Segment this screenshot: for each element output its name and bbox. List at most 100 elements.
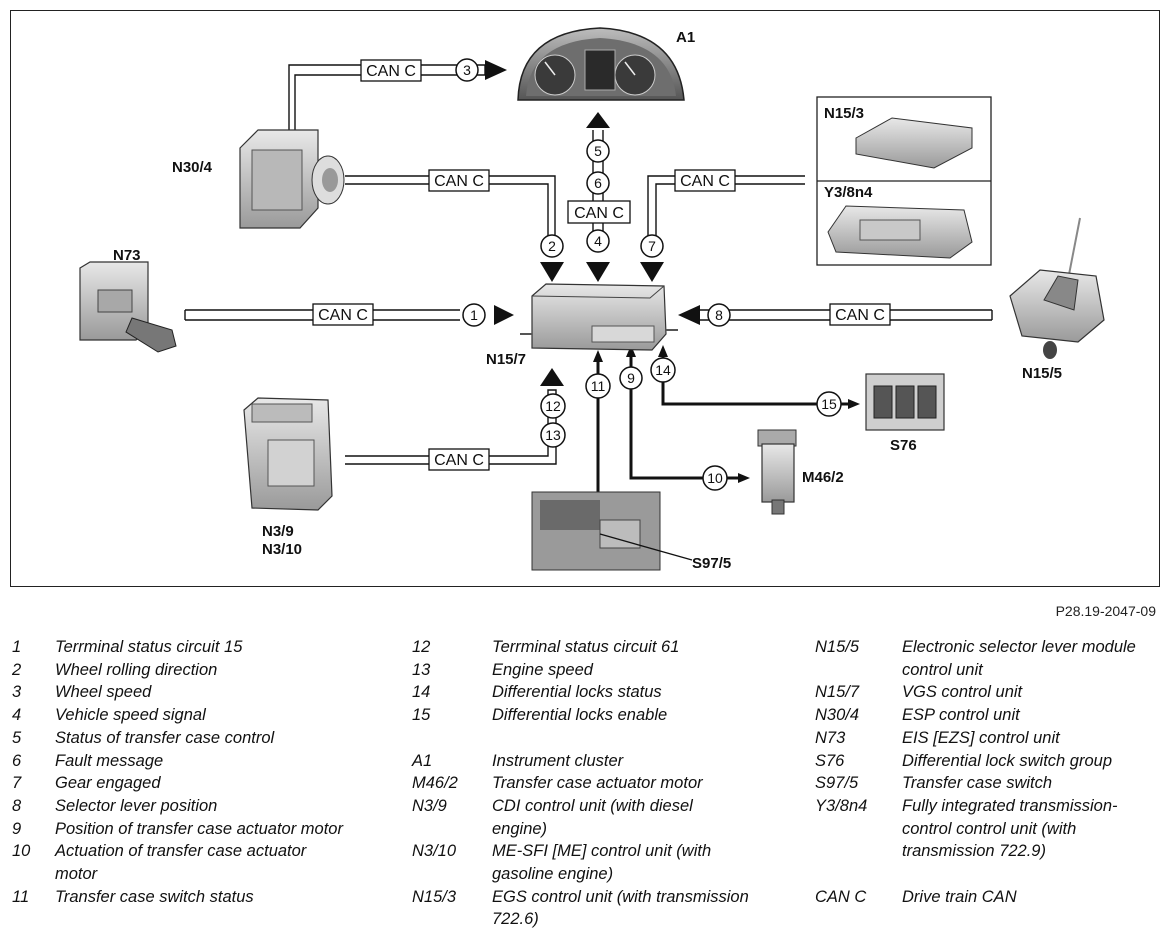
label-n15-5: N15/5 [1022, 365, 1062, 382]
legend-key: Y3/8n4 [815, 796, 868, 815]
legend-description: VGS control unit [902, 683, 1023, 702]
legend-key: N30/4 [815, 706, 860, 725]
legend-key: 14 [412, 683, 431, 702]
can-label: CAN C [318, 307, 368, 324]
svg-text:12: 12 [545, 398, 561, 414]
svg-text:6: 6 [594, 175, 602, 191]
can-box-cdi: CAN C [428, 448, 490, 471]
legend-description: Electronic selector lever module control… [902, 638, 1136, 679]
legend-description: Actuation of transfer case actuator moto… [55, 842, 307, 884]
legend-description: Transfer case switch status [55, 887, 254, 906]
can-box-top: CAN C [360, 59, 422, 82]
arrow-8 [678, 305, 700, 325]
line-vgs-to-m46 [629, 357, 738, 480]
svg-text:14: 14 [655, 362, 671, 378]
legend-item: N30/4 ESP control unit [815, 704, 1160, 727]
can-line-cdi-to-vgs [345, 389, 557, 465]
can-box-sel: CAN C [829, 303, 891, 326]
legend-item: N15/7 VGS control unit [815, 681, 1160, 704]
arrow-7 [640, 262, 664, 282]
legend-description: Vehicle speed signal [55, 706, 206, 725]
legend-key: S76 [815, 751, 845, 770]
can-box-center: CAN C [567, 200, 631, 224]
signal-5: 5 [586, 139, 610, 163]
legend-description: EIS [EZS] control unit [902, 728, 1060, 747]
legend-key: 1 [12, 638, 22, 656]
arrow-14 [658, 345, 668, 357]
legend-description: Instrument cluster [492, 751, 624, 770]
legend-description: ME-SFI [ME] control unit (with gasoline … [492, 842, 712, 884]
signal-2: 2 [540, 234, 564, 258]
legend-key: CAN C [815, 887, 867, 906]
legend-key: 11 [12, 887, 30, 906]
legend-key: 8 [12, 796, 22, 815]
legend-item: 7 Gear engaged [12, 772, 352, 795]
can-label: CAN C [680, 173, 730, 190]
legend-key: N3/10 [412, 842, 457, 861]
legend-item: N3/10 ME-SFI [ME] control unit (with gaso… [412, 840, 752, 885]
label-n73: N73 [113, 247, 141, 264]
label-s76: S76 [890, 437, 917, 454]
legend-key: 12 [412, 638, 431, 656]
signal-markers: 1 2 3 4 5 6 7 8 9 10 11 12 13 14 15 [455, 58, 842, 491]
legend-key: N15/7 [815, 683, 860, 702]
signal-4: 4 [586, 229, 610, 253]
svg-text:7: 7 [648, 238, 656, 254]
legend-key: 7 [12, 774, 22, 793]
signal-10: 10 [702, 465, 728, 491]
legend-item: CAN C Drive train CAN [815, 886, 1160, 909]
legend-description: Fully integrated transmission-control co… [902, 796, 1118, 861]
label-n15-7: N15/7 [486, 351, 526, 368]
can-bus-lines [184, 64, 993, 465]
legend-key: N3/9 [412, 796, 447, 815]
arrow-5-up [586, 112, 610, 128]
legend-key: A1 [412, 751, 433, 770]
reference-code: P28.19-2047-09 [1055, 603, 1156, 619]
legend-item: 11 Transfer case switch status [12, 886, 352, 909]
can-label: CAN C [835, 307, 885, 324]
selector-lever-image [1009, 217, 1105, 359]
signal-3: 3 [455, 58, 479, 82]
signal-7: 7 [640, 234, 664, 258]
transfer-switch-image [531, 491, 693, 571]
label-n30-4: N30/4 [172, 159, 213, 176]
legend-key: 4 [12, 706, 22, 725]
arrowheads [485, 60, 860, 483]
legend-item: 4 Vehicle speed signal [12, 704, 352, 727]
arrow-10 [738, 473, 750, 483]
signal-13: 13 [540, 422, 566, 448]
legend-description: Gear engaged [55, 774, 161, 793]
legend-description: Fault message [55, 751, 164, 770]
svg-text:3: 3 [463, 62, 471, 78]
can-label: CAN C [574, 205, 624, 222]
egs-box [816, 96, 992, 266]
legend-description: CDI control unit (with diesel engine) [492, 796, 693, 838]
instrument-cluster-image [517, 27, 685, 101]
legend-description: Transfer case actuator motor [492, 774, 703, 793]
can-box-eis: CAN C [312, 303, 374, 326]
arrow-15 [848, 399, 860, 409]
eis-unit-image [79, 261, 177, 353]
legend-description: Drive train CAN [902, 887, 1017, 906]
legend-description: ESP control unit [902, 706, 1020, 725]
label-y3-8n4: Y3/8n4 [824, 184, 873, 201]
svg-text:4: 4 [594, 233, 602, 249]
legend-key: 6 [12, 751, 22, 770]
legend-description: Differential lock switch group [902, 751, 1113, 770]
can-label: CAN C [434, 173, 484, 190]
svg-text:2: 2 [548, 238, 556, 254]
legend-key: N15/5 [815, 638, 860, 656]
vgs-unit-image [520, 283, 678, 351]
legend-key: 2 [12, 660, 22, 679]
arrow-12 [540, 368, 564, 386]
legend-description: Status of transfer case control [55, 728, 275, 747]
signal-14: 14 [650, 357, 676, 383]
label-n3-10: N3/10 [262, 541, 302, 558]
